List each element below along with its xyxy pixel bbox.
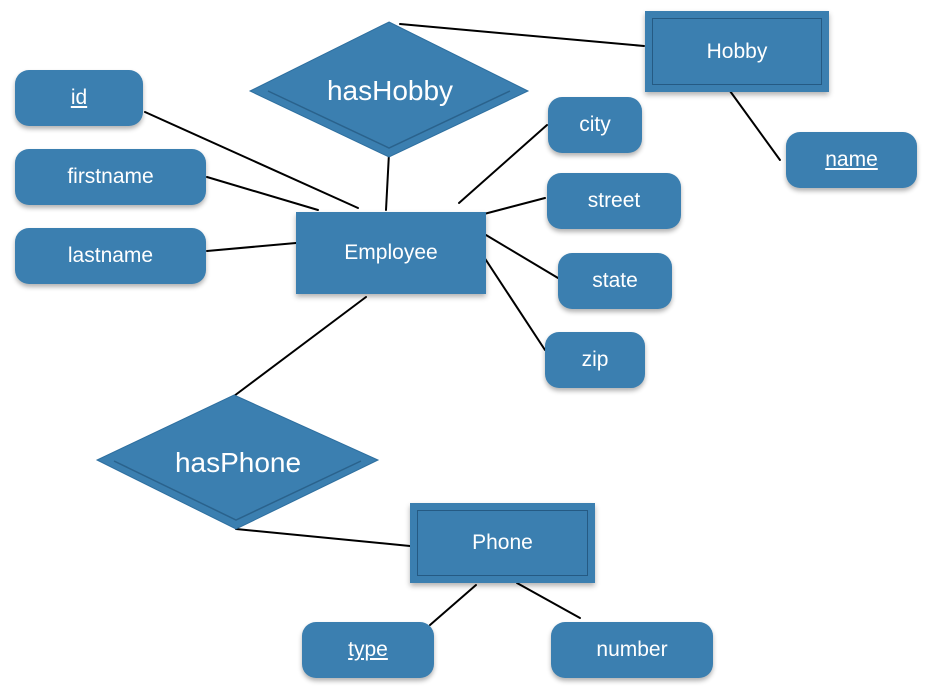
attribute-id-label: id bbox=[70, 86, 88, 109]
edge-hobby-hashobby bbox=[399, 23, 645, 47]
entity-employee: Employee bbox=[296, 212, 486, 294]
relationship-hashobby-diamond bbox=[248, 21, 530, 158]
edge-firstname-employee bbox=[206, 176, 319, 211]
edge-lastname-employee bbox=[206, 242, 297, 252]
attribute-firstname: firstname bbox=[15, 149, 206, 205]
attribute-zip-label: zip bbox=[581, 348, 609, 371]
edge-hasphone-phone bbox=[235, 528, 411, 547]
relationship-hashobby-label: hasHobby bbox=[326, 75, 454, 106]
edge-city-employee bbox=[458, 124, 548, 204]
attribute-number: number bbox=[551, 622, 713, 678]
attribute-type: type bbox=[302, 622, 434, 678]
attribute-type-label: type bbox=[348, 638, 388, 661]
attribute-city-label: city bbox=[579, 113, 611, 136]
attribute-city: city bbox=[548, 97, 642, 153]
attribute-state: state bbox=[558, 253, 672, 309]
edge-hobby-name bbox=[729, 90, 781, 161]
relationship-hashobby-inner-line bbox=[267, 90, 511, 149]
edge-hashobby-employee bbox=[385, 152, 390, 211]
entity-phone: Phone bbox=[410, 503, 595, 583]
attribute-firstname-label: firstname bbox=[67, 165, 154, 188]
entity-hobby-label: Hobby bbox=[706, 39, 768, 63]
edge-phone-type bbox=[429, 584, 477, 626]
attribute-name: name bbox=[786, 132, 917, 188]
entity-hobby: Hobby bbox=[645, 11, 829, 92]
edge-id-employee bbox=[144, 111, 359, 209]
attribute-zip: zip bbox=[545, 332, 645, 388]
edge-zip-employee bbox=[481, 253, 546, 351]
attribute-name-label: name bbox=[825, 148, 878, 171]
entity-phone-label: Phone bbox=[472, 531, 533, 554]
edge-state-employee bbox=[485, 234, 559, 279]
edge-phone-number bbox=[516, 582, 581, 619]
relationship-hasphone-inner-line bbox=[113, 460, 362, 521]
relationship-hasphone-label: hasPhone bbox=[174, 447, 302, 478]
attribute-number-label: number bbox=[596, 638, 668, 661]
attribute-lastname: lastname bbox=[15, 228, 206, 284]
attribute-id: id bbox=[15, 70, 143, 126]
attribute-lastname-label: lastname bbox=[67, 244, 154, 267]
relationship-hasphone-diamond bbox=[95, 394, 380, 530]
edge-employee-hasphone bbox=[233, 296, 367, 397]
attribute-street: street bbox=[547, 173, 681, 229]
entity-employee-label: Employee bbox=[344, 241, 438, 264]
attribute-street-label: street bbox=[587, 189, 641, 212]
edge-street-employee bbox=[483, 197, 546, 215]
attribute-state-label: state bbox=[592, 269, 638, 292]
